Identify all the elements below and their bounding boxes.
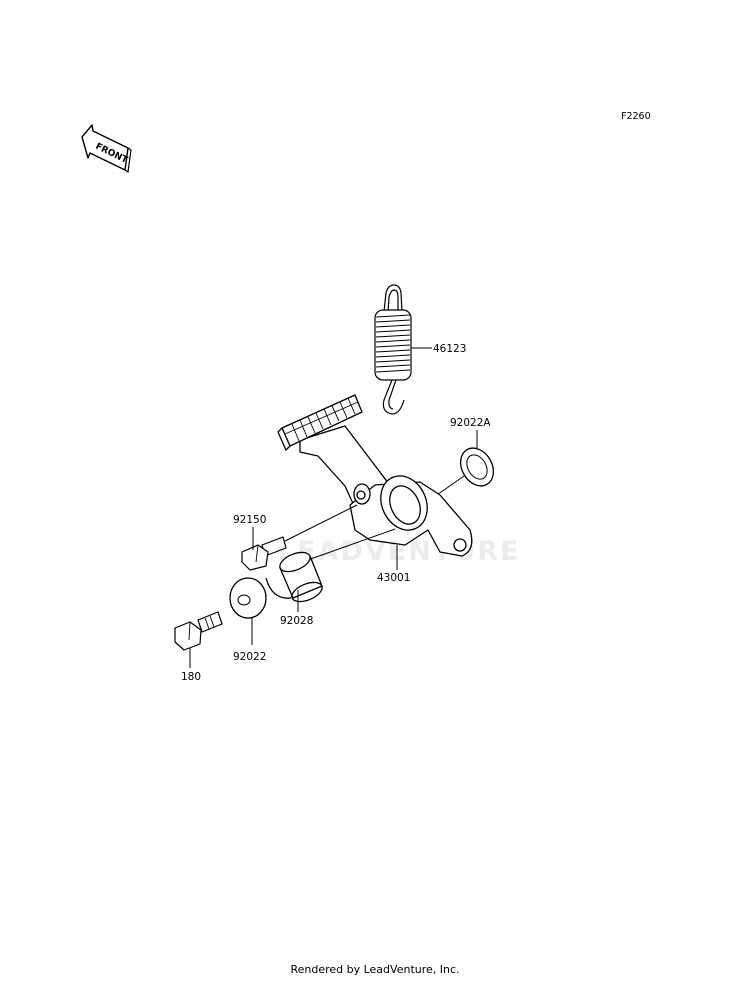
washer-left-part — [229, 577, 267, 619]
label-92028: 92028 — [280, 615, 313, 627]
front-arrow-icon: FRONT — [81, 124, 132, 174]
label-92150: 92150 — [233, 514, 266, 526]
label-180: 180 — [181, 671, 201, 683]
brake-pedal-part — [277, 394, 473, 557]
spring-part — [374, 284, 412, 415]
reference-code: F2260 — [621, 111, 651, 122]
label-43001: 43001 — [377, 572, 410, 584]
label-92022: 92022 — [233, 651, 266, 663]
guide-washer-right — [433, 475, 465, 498]
pin-bolt-part — [241, 536, 287, 571]
washer-right-part — [459, 447, 495, 487]
guide-pin-bolt — [284, 504, 358, 542]
label-92022A: 92022A — [450, 417, 491, 429]
bolt-part — [174, 611, 223, 651]
collar-part — [265, 551, 323, 603]
footer-credit: Rendered by LeadVenture, Inc. — [290, 963, 460, 976]
guide-collar — [304, 528, 396, 562]
label-46123: 46123 — [433, 343, 466, 355]
